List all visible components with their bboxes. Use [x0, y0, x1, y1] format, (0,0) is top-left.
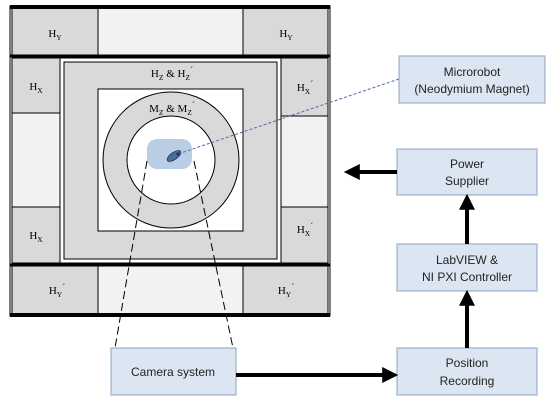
position-box-line1: Position	[446, 356, 489, 370]
labview-box-line2: NI PXI Controller	[422, 270, 512, 284]
labview-box-line1: LabVIEW &	[436, 253, 498, 267]
label-hx-left-top: HX	[29, 81, 43, 95]
label-hx-right-top: HX´	[297, 79, 313, 96]
microrobot-pointer-dot	[176, 152, 180, 156]
label-hz: HZ & HZ´	[151, 65, 193, 82]
camera-view-right-line	[193, 160, 234, 349]
label-hy-bottom-left: HY´	[49, 282, 65, 299]
microrobot-box-line2: (Neodymium Magnet)	[414, 82, 529, 96]
robot-area	[147, 139, 192, 169]
camera-box-line1: Camera system	[131, 365, 215, 379]
coil-hx-right-top	[280, 57, 329, 117]
label-hx-right-bottom: HX´	[297, 221, 313, 238]
coil-hy-top-left	[11, 7, 99, 57]
label-hy-top-left: HY	[48, 28, 62, 42]
position-box-line2: Recording	[440, 374, 495, 388]
label-hy-top-right: HY	[279, 28, 293, 42]
power-supplier-box: Power Supplier	[396, 148, 538, 196]
power-box-line1: Power	[450, 157, 484, 171]
coil-hy-top-middle	[97, 7, 244, 57]
coil-hy-bottom-left	[11, 264, 99, 315]
coil-hx-right-middle	[280, 115, 329, 208]
position-recording-box: Position Recording	[396, 347, 538, 396]
coil-hx-right-bottom	[280, 206, 329, 264]
labview-controller-box: LabVIEW & NI PXI Controller	[396, 243, 538, 292]
coil-hx-left-middle	[11, 112, 61, 208]
label-mz: MZ & MZ´	[149, 100, 195, 117]
coil-hx-left-top	[11, 57, 61, 114]
camera-view-left-line	[114, 160, 148, 349]
microrobot-box: Microrobot (Neodymium Magnet)	[398, 55, 546, 104]
label-hx-left-bottom: HX	[29, 230, 43, 244]
label-hy-bottom-right: HY´	[278, 282, 294, 299]
microrobot-box-line1: Microrobot	[444, 65, 501, 79]
coil-hy-bottom-middle	[97, 264, 244, 315]
microrobot-pointer-line	[177, 78, 400, 155]
power-box-line2: Supplier	[445, 174, 489, 188]
coil-hy-bottom-right	[242, 264, 329, 315]
camera-system-box: Camera system	[110, 347, 237, 396]
